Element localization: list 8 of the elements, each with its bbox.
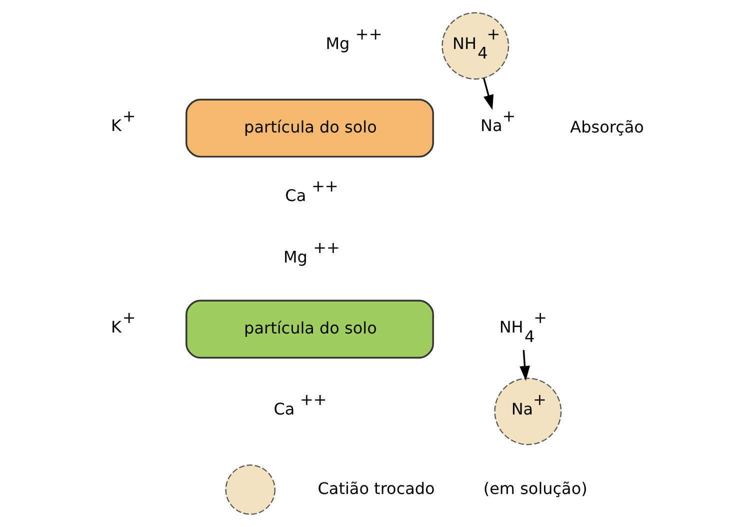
node-box: partícula do solo — [185, 98, 434, 158]
arrow — [519, 350, 530, 381]
arrow — [482, 78, 494, 110]
label: Absorção — [570, 117, 644, 136]
node-label: (em solução) — [482, 478, 587, 498]
node-box: partícula do solo — [185, 300, 434, 359]
legend-label: Catião trocado — [317, 478, 434, 498]
node-circle — [224, 464, 275, 515]
